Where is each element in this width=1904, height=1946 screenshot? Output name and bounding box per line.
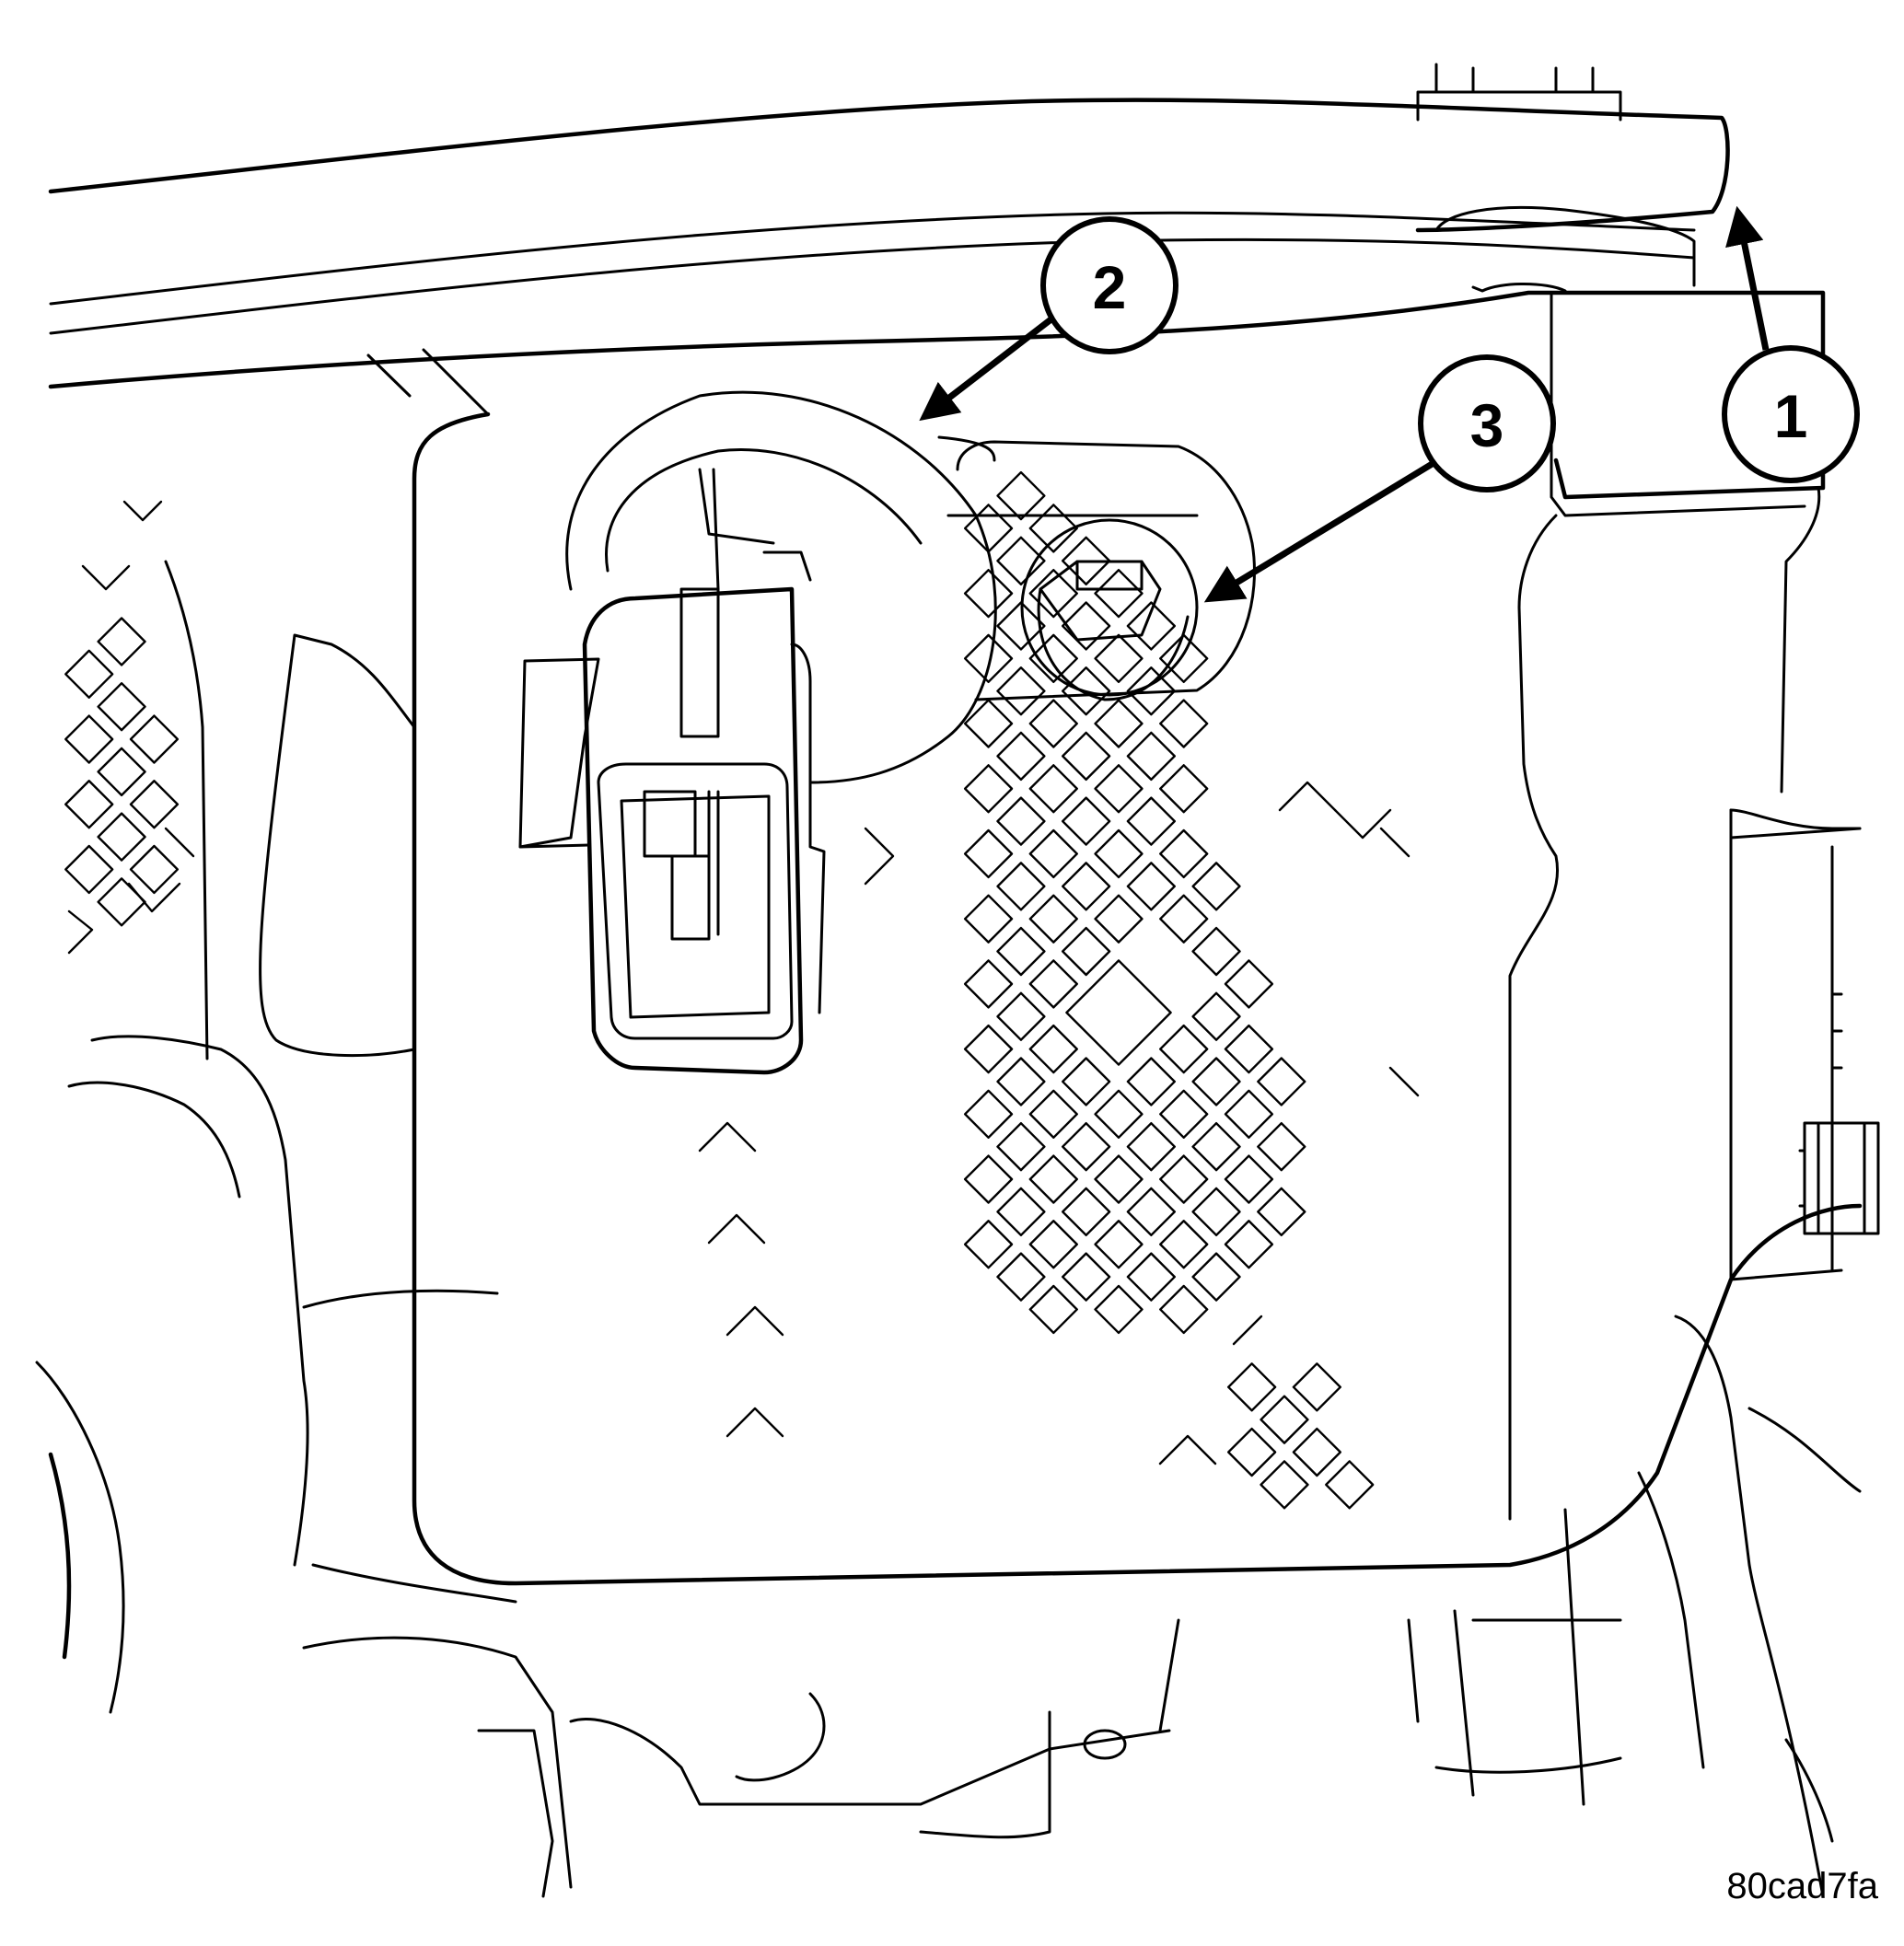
sensor-assembly [518,390,997,1075]
callout-1-label: 1 [1774,382,1808,450]
texture-chevrons [67,500,1420,1465]
leader-arrow-1 [1725,205,1770,351]
callout-2: 2 [1040,216,1178,354]
side-bracket [1729,827,1880,1281]
cast-texture-left [64,617,180,927]
leader-arrow-3 [1203,458,1440,603]
upper-rail [48,63,1826,793]
callout-3: 3 [1418,354,1556,492]
cast-texture-right [963,470,1306,1335]
leader-arrow-2 [919,312,1060,422]
callout-3-label: 3 [1470,391,1504,459]
cast-texture-bottom [1226,1362,1375,1510]
leader-lines [919,205,1770,603]
callout-2-label: 2 [1093,253,1127,321]
casting-body [35,411,1863,1898]
figure-reference-code: 80cad7fa [1726,1866,1878,1906]
callout-1: 1 [1722,345,1860,483]
mounting-bolt [946,440,1256,701]
